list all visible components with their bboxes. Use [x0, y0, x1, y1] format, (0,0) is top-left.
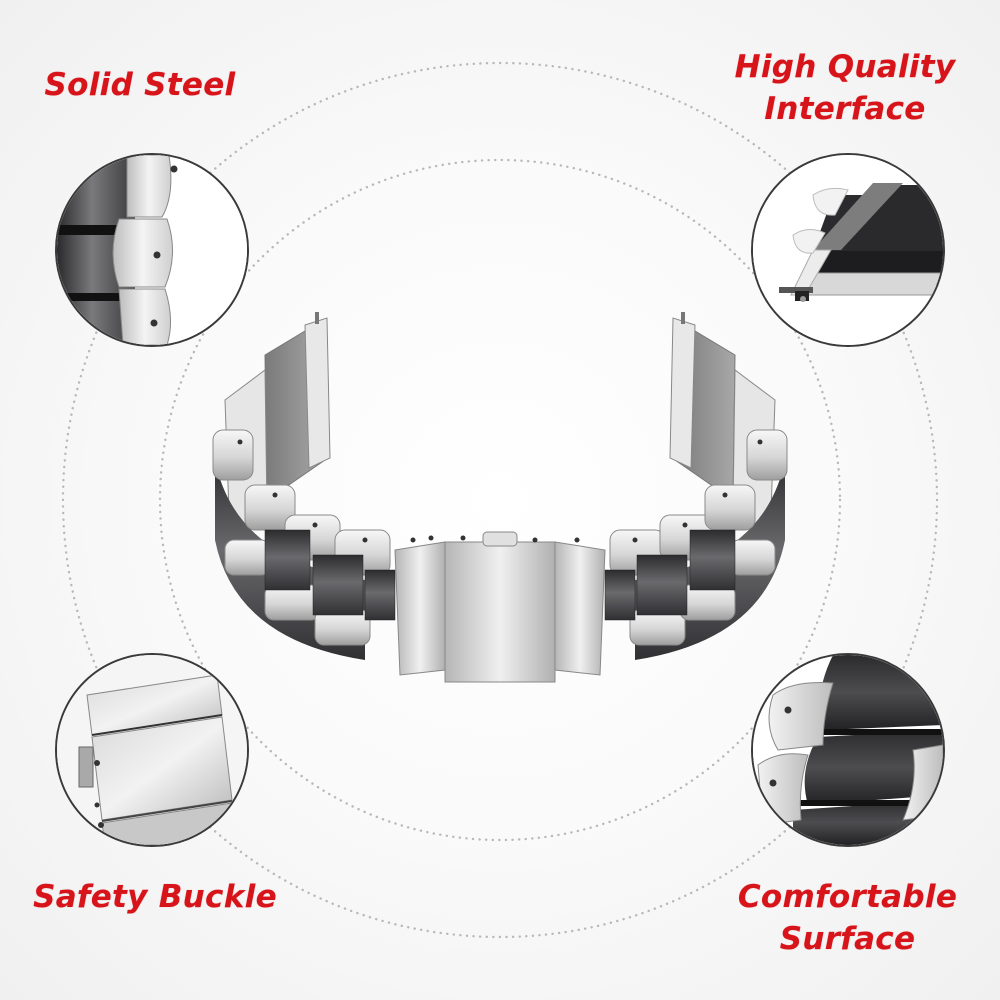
- feature-label-high-quality-interface: High Quality Interface: [730, 46, 960, 130]
- feature-label-line: Surface: [779, 921, 916, 957]
- feature-label-line: Solid Steel: [44, 67, 236, 103]
- feature-label-line: High Quality: [734, 49, 956, 85]
- detail-comfortable-surface-image: [751, 653, 945, 847]
- detail-safety-buckle-image: [55, 653, 249, 847]
- feature-label-safety-buckle: Safety Buckle: [30, 876, 280, 918]
- feature-label-line: Interface: [764, 91, 926, 127]
- feature-label-line: Comfortable: [737, 879, 958, 915]
- feature-label-comfortable-surface: Comfortable Surface: [730, 876, 965, 960]
- feature-label-solid-steel: Solid Steel: [40, 64, 240, 106]
- watch-band-product-image: [205, 310, 795, 690]
- detail-interface-image: [751, 153, 945, 347]
- feature-label-line: Safety Buckle: [33, 879, 277, 915]
